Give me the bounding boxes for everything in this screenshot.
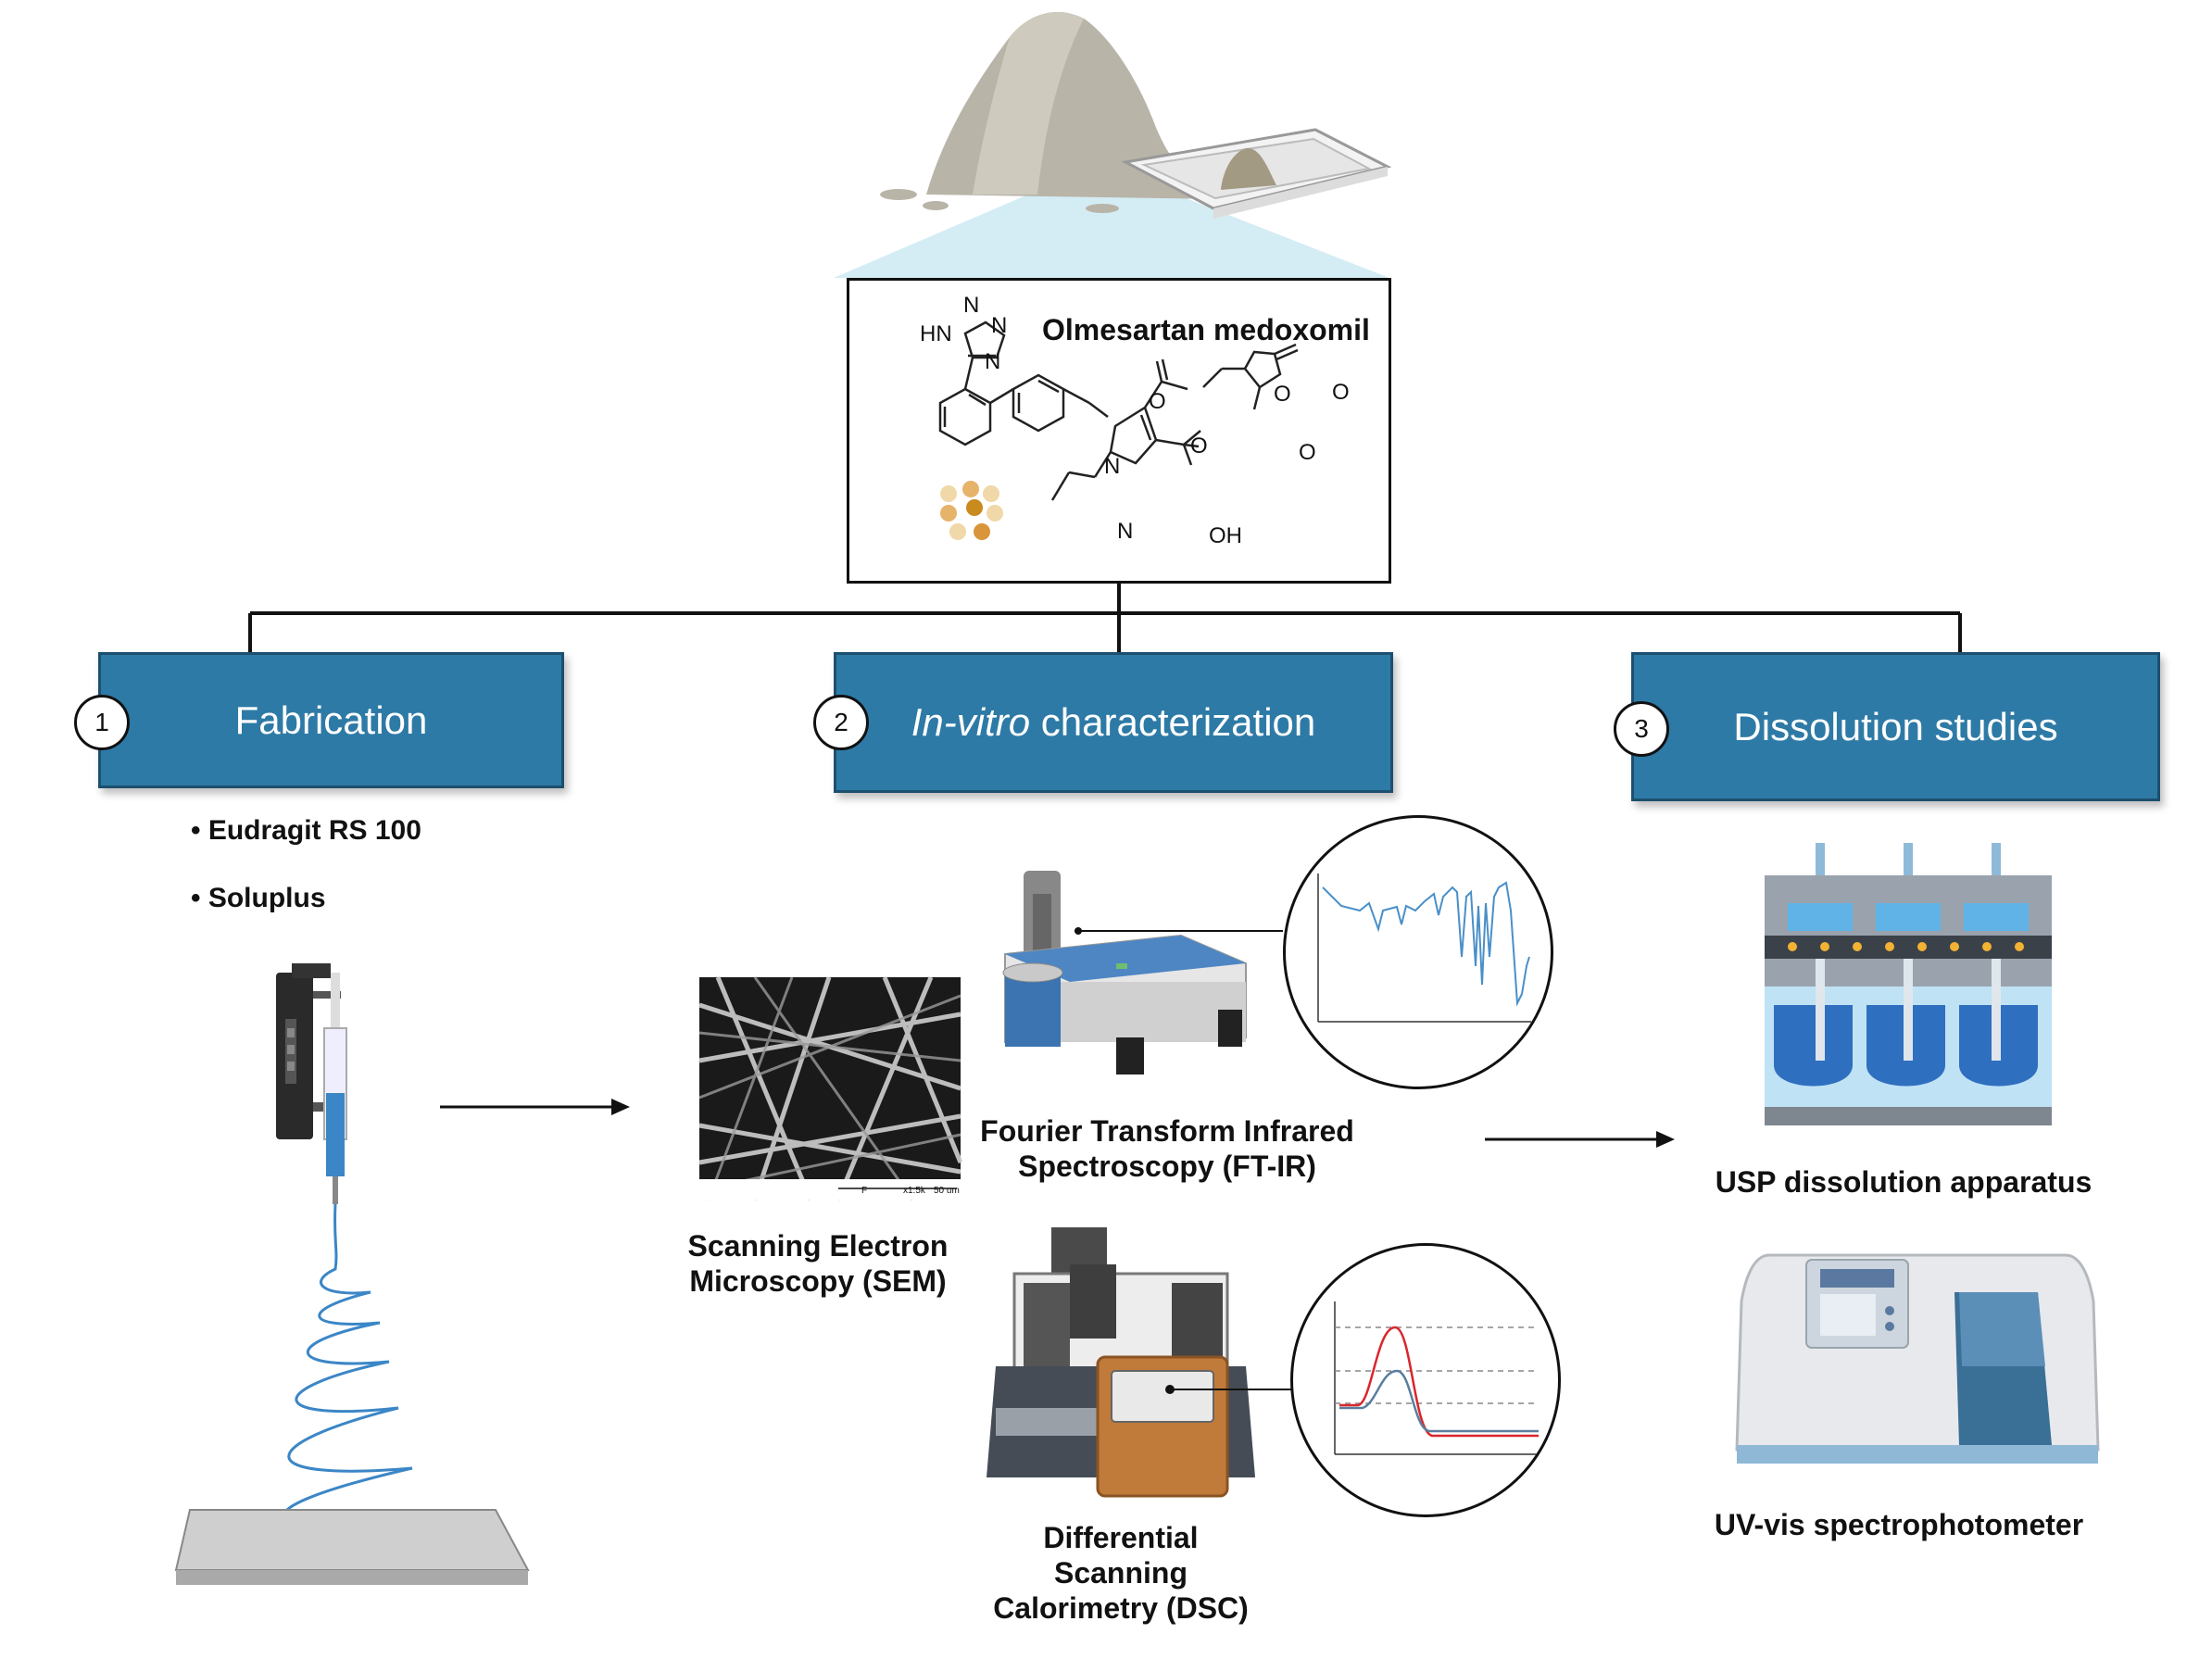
polymer-bullet-2: • Soluplus [191, 883, 326, 913]
atom-o-2: O [1190, 434, 1208, 459]
stage-characterization-italic: In-vitro [911, 700, 1031, 744]
sem-caption-line-1: Scanning Electron [687, 1229, 949, 1263]
ftir-caption-line-1: Fourier Transform Infrared [980, 1114, 1354, 1148]
compound-name: Olmesartan medoxomil [1042, 313, 1370, 346]
sem-scale-bar: 50 um [934, 1186, 960, 1196]
stage-characterization-label: characterization [1030, 700, 1316, 744]
stage-number-2: 2 [813, 695, 869, 750]
pills-icon [940, 481, 1003, 540]
dsc-caption-line-2: Scanning [1053, 1556, 1188, 1590]
atom-n-4: N [1104, 454, 1121, 479]
ftir-caption-line-2: Spectroscopy (FT-IR) [1018, 1150, 1316, 1183]
dsc-caption: Differential Scanning Calorimetry (DSC) [982, 1520, 1260, 1626]
usp-caption: USP dissolution apparatus [1715, 1165, 2093, 1199]
drug-powder-illustration [834, 11, 1392, 278]
dsc-thermogram-circle [1290, 1243, 1561, 1517]
polymer-bullet-1: • Eudragit RS 100 [191, 815, 421, 846]
atom-o-1: O [1149, 389, 1166, 414]
stage-dissolution: Dissolution studies [1631, 652, 2160, 801]
stage-dissolution-label: Dissolution studies [1733, 704, 2058, 748]
ftir-spectrum-circle [1283, 815, 1553, 1089]
dsc-callout-line [1169, 1389, 1291, 1390]
stage-fabrication: Fabrication [98, 652, 564, 788]
sem-caption: Scanning Electron Microscopy (SEM) [674, 1228, 961, 1299]
stage-characterization: In-vitro characterization [834, 652, 1393, 793]
sem-image [698, 976, 963, 1200]
stage-fabrication-label: Fabrication [234, 698, 428, 742]
polymer-1: Eudragit RS 100 [207, 815, 421, 846]
atom-o-5: O [1332, 380, 1350, 405]
ftir-callout-line [1075, 927, 1283, 935]
sem-scale-left: F [861, 1186, 868, 1196]
electrospinning-setup-illustration [174, 963, 530, 1585]
dsc-caption-line-1: Differential [1043, 1521, 1199, 1554]
chemical-structure [938, 320, 1299, 501]
atom-n-5: N [1117, 519, 1134, 544]
ftir-spectrum [1317, 873, 1531, 1023]
atom-oh: OH [1209, 523, 1242, 548]
arrow-to-characterization [440, 1099, 630, 1115]
stage-number-3: 3 [1614, 701, 1669, 757]
atom-hn: HN [920, 321, 952, 346]
sem-scale-mag: x1.5k [903, 1186, 925, 1196]
ftir-caption: Fourier Transform Infrared Spectroscopy … [977, 1113, 1357, 1184]
uv-vis-spectrophotometer-illustration [1735, 1253, 2100, 1464]
sem-caption-line-2: Microscopy (SEM) [689, 1264, 947, 1298]
atom-n-2: N [991, 313, 1008, 338]
uv-caption: UV-vis spectrophotometer [1714, 1508, 2084, 1541]
dsc-thermogram [1334, 1301, 1539, 1455]
polymer-2: Soluplus [207, 883, 326, 913]
ftir-instrument-illustration [1002, 871, 1247, 1075]
compound-box [847, 278, 1391, 584]
dsc-instrument-illustration [987, 1227, 1255, 1498]
arrow-to-dissolution [1485, 1131, 1675, 1148]
atom-o-3: O [1274, 382, 1291, 407]
stage-number-1: 1 [74, 695, 130, 750]
atom-n-1: N [963, 293, 980, 318]
atom-o-4: O [1299, 440, 1316, 465]
atom-n-3: N [985, 349, 1001, 374]
dsc-caption-line-3: Calorimetry (DSC) [993, 1591, 1249, 1625]
usp-dissolution-apparatus-illustration [1765, 843, 2052, 1125]
